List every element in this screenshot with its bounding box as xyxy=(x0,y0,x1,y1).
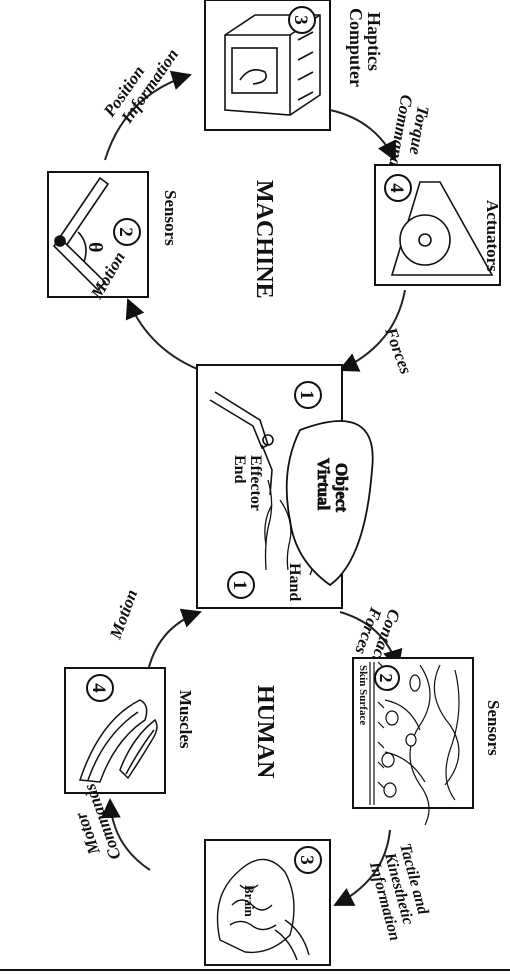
brain-label: Brain xyxy=(242,885,257,918)
computer-label-line2: Haptics xyxy=(364,12,384,71)
brain-panel: Brain 3 xyxy=(205,840,330,965)
badge-muscles-label: 4 xyxy=(88,683,109,693)
computer-label-line1: Computer xyxy=(346,8,366,87)
effector-line2: Effector xyxy=(247,455,264,511)
computer-haptics-label: Computer Haptics xyxy=(346,8,384,87)
human-title: HUMAN xyxy=(252,685,278,779)
skin-sensors-label: Sensors xyxy=(484,700,503,756)
badge-sensors-label: 2 xyxy=(115,227,136,237)
skin-sensors-panel: Skin Surface 2 xyxy=(353,658,473,825)
machine-forces-label: Forces xyxy=(381,324,416,377)
human-section: Motion Contact Forces 4 Muscles HUMAN xyxy=(63,587,503,965)
actuators-label: Actuators xyxy=(483,200,502,272)
arc-motion-to-sensors xyxy=(128,300,205,372)
badge-interface-machine-label: 1 xyxy=(296,390,317,400)
badge-skin-sensors-label: 2 xyxy=(376,674,396,683)
virtual-line2: Object xyxy=(332,463,351,512)
interface-panel: Virtual Object End Effector Hand 1 1 xyxy=(197,365,373,608)
skin-surface-label: Skin Surface xyxy=(357,665,369,725)
effector-line1: End xyxy=(231,455,248,484)
human-motion-label: Motion xyxy=(106,587,142,642)
tactile-info-label: Tactile and Kinesthetic Information xyxy=(363,842,436,943)
machine-title: MACHINE xyxy=(251,180,277,299)
arc-computer-to-actuators xyxy=(330,110,395,160)
hand-label: Hand xyxy=(286,563,303,601)
badge-actuators-label: 4 xyxy=(386,183,407,193)
muscles-panel: 4 xyxy=(65,668,165,793)
actuators-panel: 4 xyxy=(375,165,500,285)
machine-sensors-label: Sensors xyxy=(161,190,180,246)
badge-interface-human-label: 1 xyxy=(229,580,250,590)
theta-symbol: θ xyxy=(84,242,106,252)
badge-computer-label: 3 xyxy=(290,15,311,25)
virtual-line1: Virtual xyxy=(314,458,333,511)
machine-section: 3 Computer Haptics Position Information … xyxy=(48,0,502,377)
contact-forces-label: Contact Forces xyxy=(350,600,404,665)
computer-panel: 3 xyxy=(205,0,330,130)
badge-brain-label: 3 xyxy=(296,855,317,865)
virtual-object-label: Virtual Object xyxy=(314,458,351,512)
muscles-label: Muscles xyxy=(176,690,195,749)
